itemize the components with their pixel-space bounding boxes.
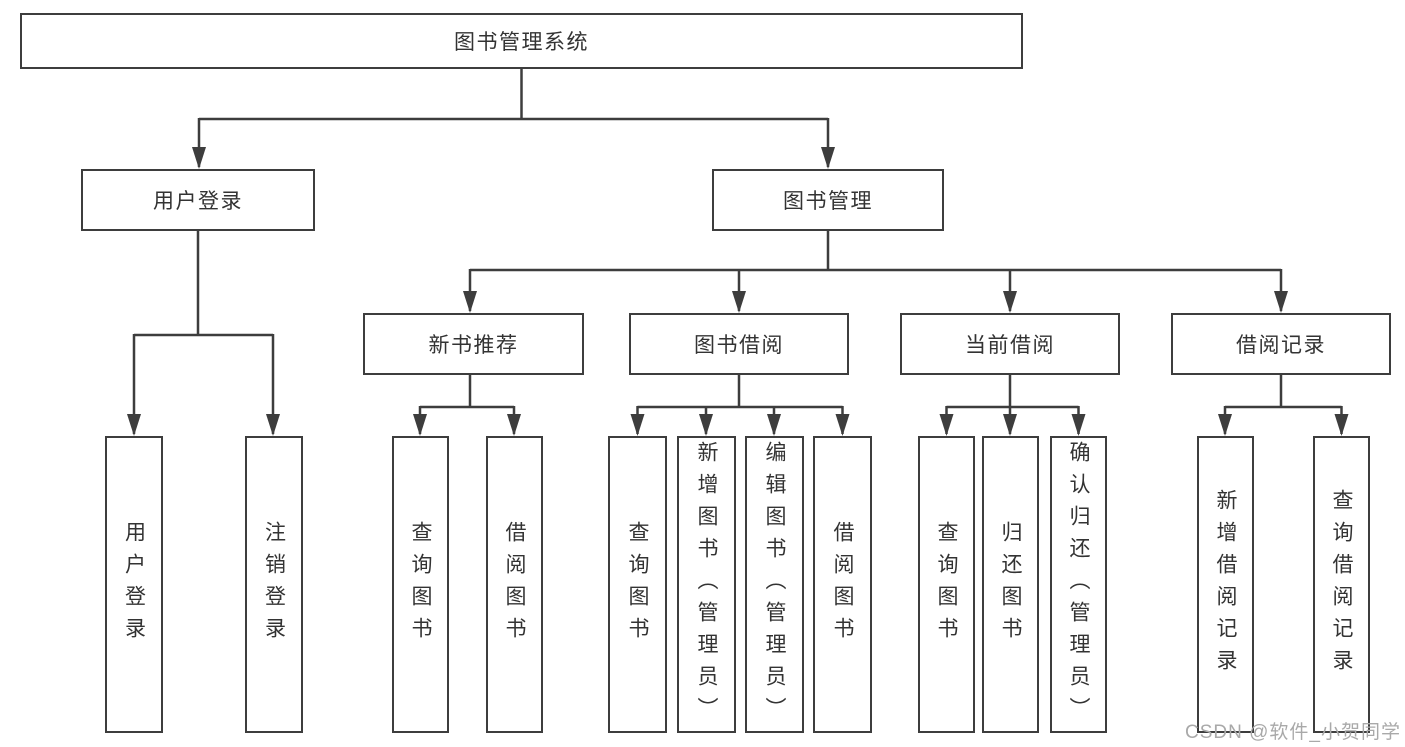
leaf-return-book-label: 归还图书 — [999, 520, 1022, 649]
leaf-user-login-label: 用户登录 — [122, 520, 146, 649]
node-current-borrowing-label: 当前借阅 — [965, 334, 1055, 357]
leaf-add-book-admin-label: 新增图书（管理员） — [695, 440, 718, 729]
leaf-borrow-books-label: 借阅图书 — [831, 520, 854, 649]
leaf-edit-book-admin: 编辑图书（管理员） — [745, 436, 804, 733]
leaf-return-book: 归还图书 — [982, 436, 1039, 733]
leaf-borrow-books: 借阅图书 — [813, 436, 872, 733]
leaf-query-books-borrow-label: 查询图书 — [626, 520, 649, 649]
leaf-add-book-admin: 新增图书（管理员） — [677, 436, 736, 733]
leaf-query-books-borrow: 查询图书 — [608, 436, 667, 733]
leaf-add-borrow-record: 新增借阅记录 — [1197, 436, 1254, 733]
node-book-borrowing-label: 图书借阅 — [694, 334, 784, 357]
leaf-query-borrow-record: 查询借阅记录 — [1313, 436, 1370, 733]
node-new-book-recommendation: 新书推荐 — [363, 313, 584, 375]
node-root-system: 图书管理系统 — [20, 13, 1023, 69]
leaf-user-login: 用户登录 — [105, 436, 163, 733]
node-root-label: 图书管理系统 — [454, 31, 589, 54]
leaf-query-borrow-record-label: 查询借阅记录 — [1330, 488, 1353, 681]
leaf-query-books-recommend-label: 查询图书 — [409, 520, 432, 649]
leaf-logout-label: 注销登录 — [262, 520, 286, 649]
node-new-book-recommendation-label: 新书推荐 — [428, 334, 519, 357]
leaf-query-books-recommend: 查询图书 — [392, 436, 449, 733]
node-current-borrowing: 当前借阅 — [900, 313, 1120, 375]
leaf-edit-book-admin-label: 编辑图书（管理员） — [763, 440, 786, 729]
node-book-management: 图书管理 — [712, 169, 944, 231]
leaf-borrow-books-recommend-label: 借阅图书 — [503, 520, 526, 649]
leaf-add-borrow-record-label: 新增借阅记录 — [1214, 488, 1237, 681]
leaf-query-books-current: 查询图书 — [918, 436, 975, 733]
leaf-confirm-return-admin: 确认归还（管理员） — [1050, 436, 1107, 733]
node-borrowing-records: 借阅记录 — [1171, 313, 1391, 375]
node-user-login: 用户登录 — [81, 169, 315, 231]
leaf-borrow-books-recommend: 借阅图书 — [486, 436, 543, 733]
leaf-confirm-return-admin-label: 确认归还（管理员） — [1067, 440, 1090, 729]
node-borrowing-records-label: 借阅记录 — [1236, 334, 1326, 357]
node-user-login-label: 用户登录 — [153, 190, 243, 213]
node-book-management-label: 图书管理 — [783, 190, 873, 213]
leaf-query-books-current-label: 查询图书 — [935, 520, 958, 649]
node-book-borrowing: 图书借阅 — [629, 313, 849, 375]
leaf-logout: 注销登录 — [245, 436, 303, 733]
watermark: CSDN @软件_小贺同学 — [1185, 722, 1401, 743]
